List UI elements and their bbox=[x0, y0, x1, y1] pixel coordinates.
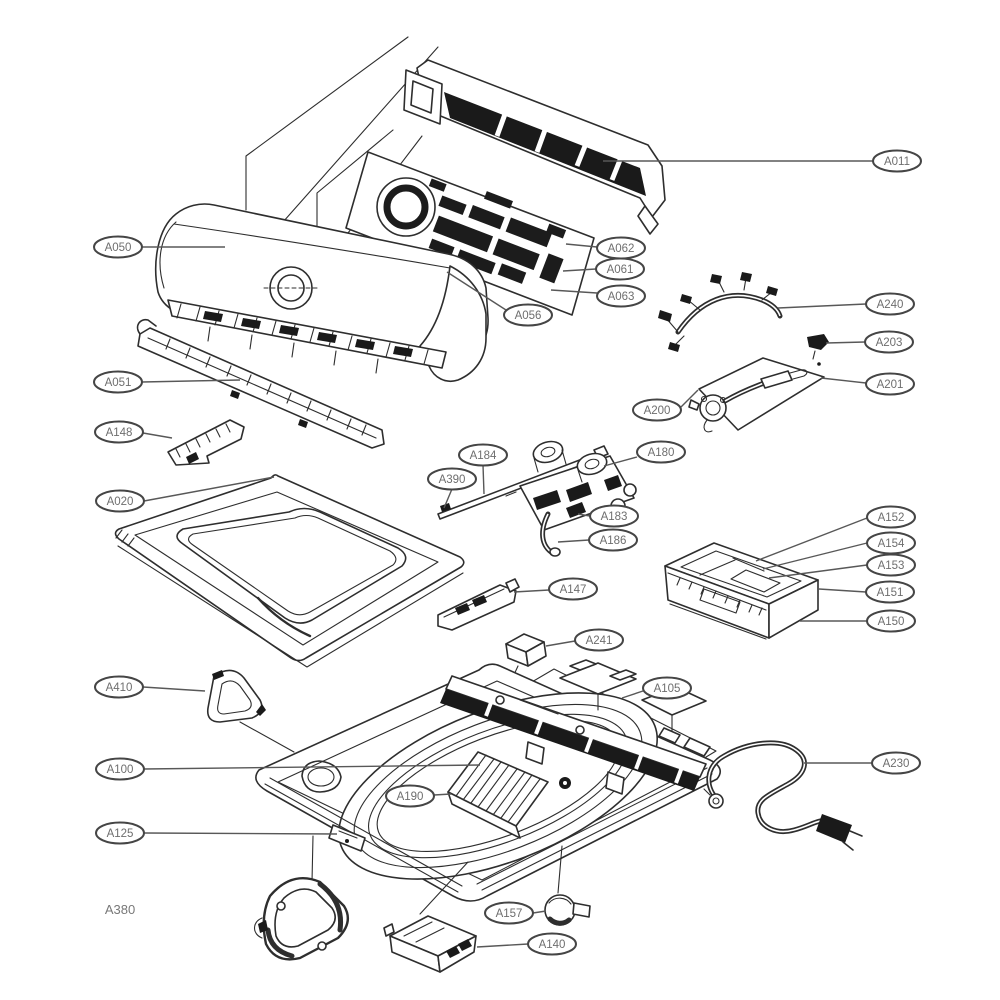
svg-text:A390: A390 bbox=[439, 474, 466, 486]
callout-A203: A203 bbox=[825, 330, 914, 354]
grommet-drawing bbox=[544, 845, 591, 926]
lid-assembly-drawing bbox=[114, 474, 465, 668]
callout-A241: A241 bbox=[545, 628, 624, 652]
svg-text:A100: A100 bbox=[107, 764, 134, 776]
callout-A157: A157 bbox=[484, 901, 547, 925]
callout-A230: A230 bbox=[804, 751, 921, 775]
callout-A186: A186 bbox=[557, 528, 638, 552]
svg-text:A105: A105 bbox=[654, 683, 681, 695]
rear-frame-assembly-drawing bbox=[440, 659, 707, 795]
callout-A062: A062 bbox=[565, 236, 646, 260]
svg-text:A184: A184 bbox=[470, 450, 497, 462]
callout-A125: A125 bbox=[95, 821, 338, 845]
svg-text:A152: A152 bbox=[878, 512, 905, 524]
svg-text:A186: A186 bbox=[600, 535, 627, 547]
svg-text:A190: A190 bbox=[397, 791, 424, 803]
callout-A056: A056 bbox=[446, 271, 553, 327]
callout-A147: A147 bbox=[513, 577, 598, 601]
callout-A150: A150 bbox=[800, 609, 916, 633]
callout-A153: A153 bbox=[768, 553, 916, 579]
svg-text:A203: A203 bbox=[876, 337, 903, 349]
svg-text:A151: A151 bbox=[877, 587, 904, 599]
callout-A020: A020 bbox=[95, 476, 275, 513]
callout-A061: A061 bbox=[562, 257, 645, 281]
callout-A390: A390 bbox=[427, 467, 477, 509]
svg-text:A147: A147 bbox=[560, 584, 587, 596]
svg-text:A157: A157 bbox=[496, 908, 523, 920]
svg-text:A200: A200 bbox=[644, 405, 671, 417]
callout-A201: A201 bbox=[820, 372, 915, 396]
callout-A200: A200 bbox=[632, 389, 699, 422]
callout-A011: A011 bbox=[603, 149, 922, 173]
callout-A050: A050 bbox=[93, 235, 225, 259]
trim-strip-drawing bbox=[136, 318, 385, 449]
callout-A240: A240 bbox=[777, 292, 915, 316]
plain-label-A380: A380 bbox=[105, 902, 135, 917]
svg-text:A183: A183 bbox=[601, 511, 628, 523]
svg-text:A062: A062 bbox=[608, 243, 635, 255]
plain-labels: A380 bbox=[105, 902, 135, 917]
svg-text:A230: A230 bbox=[883, 758, 910, 770]
svg-text:A148: A148 bbox=[106, 427, 133, 439]
callout-A148: A148 bbox=[94, 420, 173, 444]
cover-bracket-drawing bbox=[437, 578, 520, 631]
svg-text:A241: A241 bbox=[586, 635, 613, 647]
callout-A151: A151 bbox=[818, 580, 915, 604]
rear-panel-drawing bbox=[403, 59, 666, 235]
svg-text:A410: A410 bbox=[106, 682, 133, 694]
corner-cap-drawing bbox=[206, 669, 295, 753]
callout-A183: A183 bbox=[577, 504, 639, 528]
callout-A100: A100 bbox=[95, 757, 481, 781]
clamp-drawing bbox=[807, 334, 829, 366]
svg-text:A056: A056 bbox=[515, 310, 542, 322]
svg-text:A150: A150 bbox=[878, 616, 905, 628]
svg-text:A063: A063 bbox=[608, 291, 635, 303]
callout-A063: A063 bbox=[550, 284, 646, 308]
svg-text:A011: A011 bbox=[884, 156, 910, 168]
callout-A051: A051 bbox=[93, 370, 241, 394]
svg-text:A240: A240 bbox=[877, 299, 904, 311]
svg-text:A180: A180 bbox=[648, 447, 675, 459]
svg-text:A125: A125 bbox=[107, 828, 134, 840]
power-cord-drawing bbox=[703, 740, 863, 851]
sub-pcb-box-drawing bbox=[383, 861, 477, 973]
fill-tube-drawing bbox=[437, 445, 609, 520]
dispenser-drawer-drawing bbox=[664, 542, 819, 640]
callout-A190: A190 bbox=[385, 784, 452, 808]
callout-A140: A140 bbox=[476, 932, 577, 956]
svg-text:A050: A050 bbox=[105, 242, 132, 254]
svg-text:A154: A154 bbox=[878, 538, 905, 550]
callout-A184: A184 bbox=[458, 443, 508, 495]
wire-harness-drawing bbox=[658, 272, 783, 352]
svg-text:A020: A020 bbox=[107, 496, 134, 508]
callout-A105: A105 bbox=[621, 676, 692, 700]
main-pcb-assembly-drawing bbox=[345, 151, 595, 316]
control-panel-assembly-drawing bbox=[155, 203, 489, 382]
switch-block-drawing bbox=[504, 633, 547, 695]
dispenser-rack-drawing bbox=[447, 751, 549, 839]
pressure-switch-drawing bbox=[688, 357, 825, 433]
svg-text:A140: A140 bbox=[539, 939, 566, 951]
svg-text:A051: A051 bbox=[105, 377, 132, 389]
callout-A410: A410 bbox=[94, 675, 206, 699]
corner-cap-gasket-drawing bbox=[253, 835, 350, 961]
small-bracket-drawing bbox=[167, 419, 245, 466]
callout-A180: A180 bbox=[603, 440, 686, 467]
svg-text:A153: A153 bbox=[878, 560, 905, 572]
svg-text:A061: A061 bbox=[607, 264, 634, 276]
callout-A152: A152 bbox=[755, 505, 916, 562]
svg-text:A201: A201 bbox=[877, 379, 904, 391]
